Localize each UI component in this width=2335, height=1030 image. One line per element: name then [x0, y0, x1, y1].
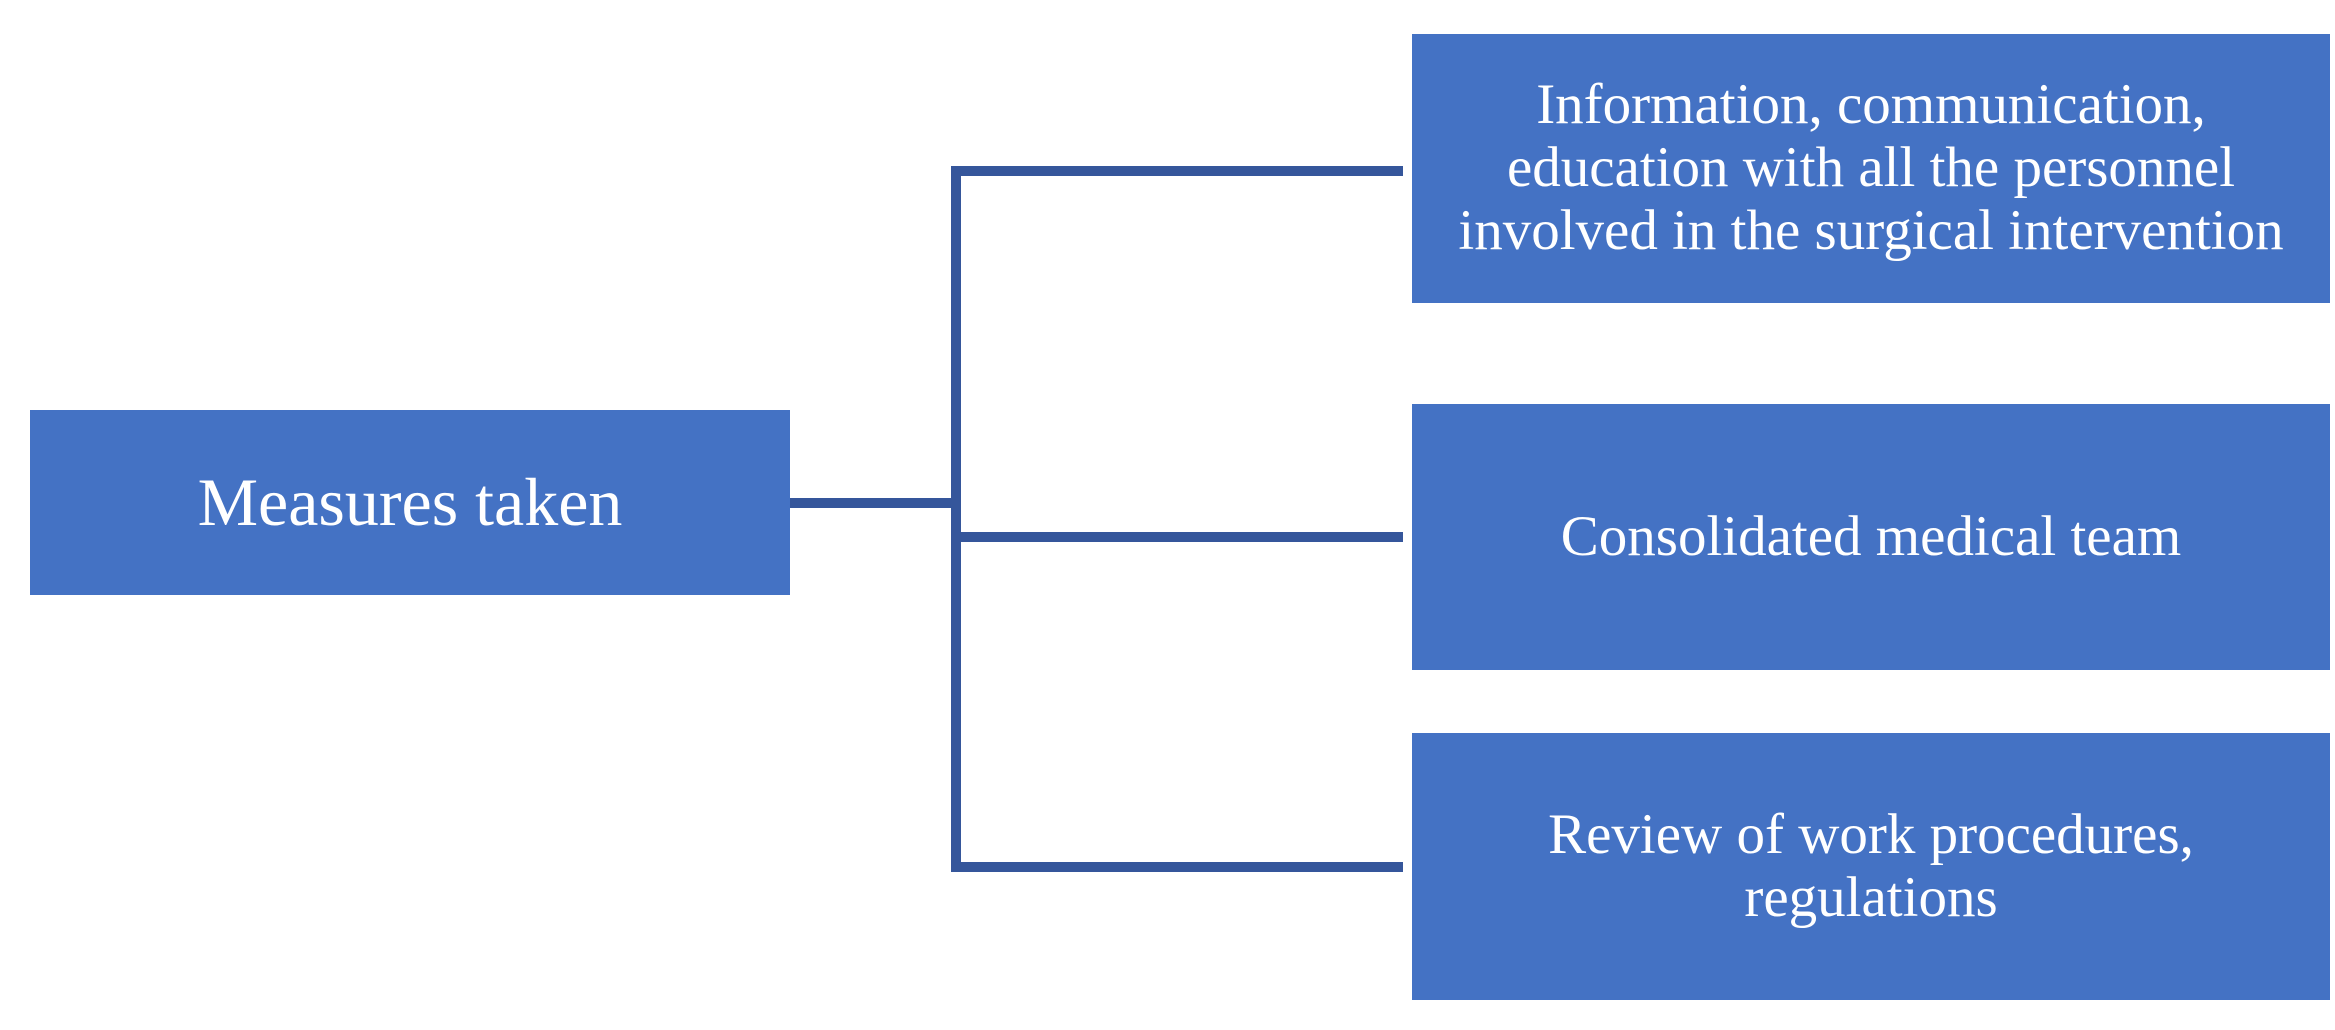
node-root-measures-taken[interactable]: Measures taken: [30, 410, 790, 595]
node-child-1-label: Information, communication, education wi…: [1458, 73, 2284, 262]
connector-root-stub: [790, 498, 961, 508]
connector-branch-to-child-3: [951, 862, 1403, 872]
connector-branch-to-child-2: [951, 532, 1403, 542]
node-child-information-communication-education[interactable]: Information, communication, education wi…: [1412, 34, 2330, 303]
connector-vertical-trunk: [951, 166, 961, 872]
node-child-consolidated-medical-team[interactable]: Consolidated medical team: [1412, 404, 2330, 670]
node-root-label: Measures taken: [197, 464, 623, 541]
node-child-review-of-work-procedures[interactable]: Review of work procedures, regulations: [1412, 733, 2330, 1000]
node-child-3-label: Review of work procedures, regulations: [1548, 802, 2194, 929]
connector-branch-to-child-1: [951, 166, 1403, 176]
node-child-2-label: Consolidated medical team: [1560, 504, 2182, 568]
